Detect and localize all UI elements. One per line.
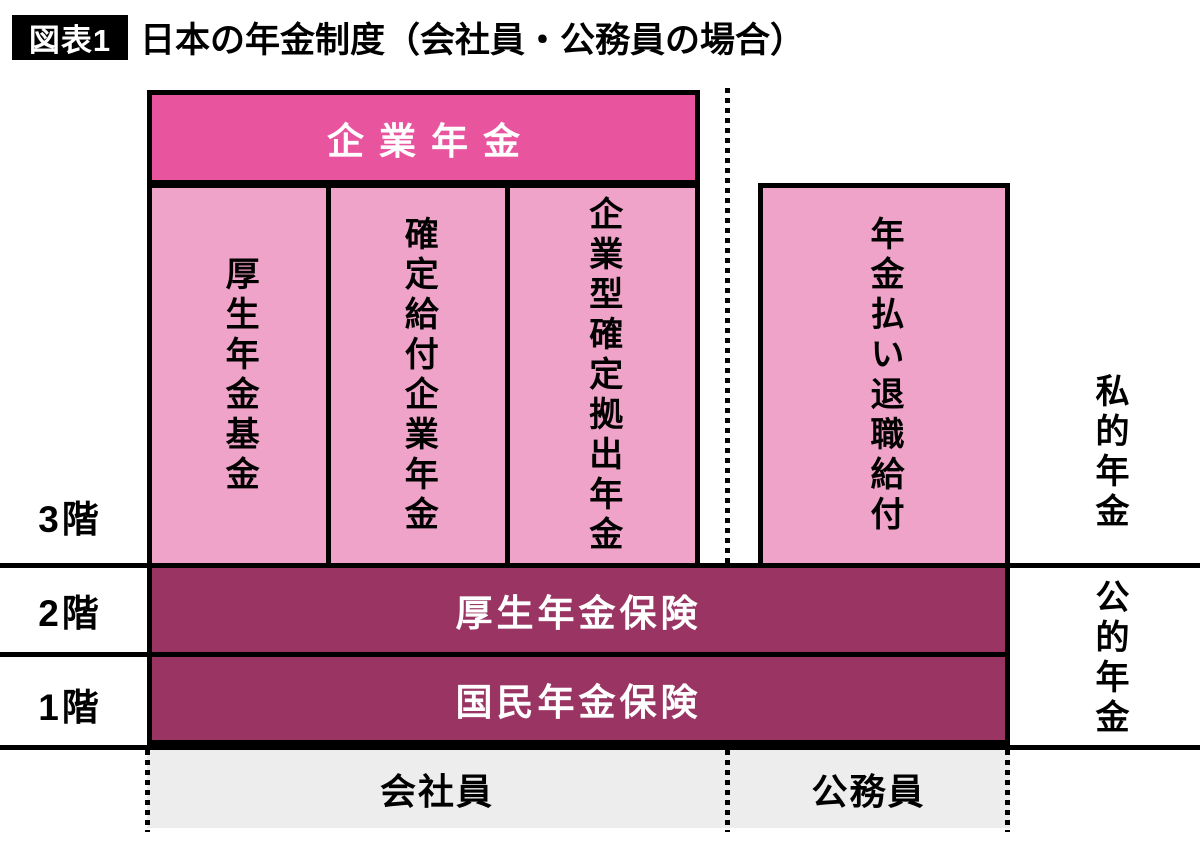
side-label-text: 私的年金 (1090, 373, 1128, 533)
public-pension-side-label: 公的年金 (1086, 578, 1132, 740)
figure-title-row: 図表1 日本の年金制度（会社員・公務員の場合） (12, 12, 805, 63)
band-kosei-nenkin-hoken: 厚生年金保険 (147, 563, 1010, 657)
column-label: 年金払い退職給付 (865, 215, 903, 536)
dotted-separator-footer-middle (725, 750, 730, 832)
corporate-pension-header: 企業年金 (147, 90, 700, 185)
column-kakutei-kyufu-kigyo-nenkin: 確定給付企業年金 (326, 188, 505, 563)
side-label-text: 公的年金 (1090, 579, 1128, 739)
floor-label-3: 3階 (38, 499, 102, 540)
dotted-separator-company-civil-upper (725, 88, 730, 565)
tier1-footer-divider-line (0, 745, 1200, 750)
column-kosei-nenkin-kikin: 厚生年金基金 (152, 188, 326, 563)
column-nenkinbarai-taishoku-kyufu: 年金払い退職給付 (758, 183, 1010, 568)
band-kokumin-nenkin-hoken: 国民年金保険 (147, 652, 1010, 745)
column-label: 厚生年金基金 (220, 255, 259, 496)
tier2-tier1-left-divider-line (0, 652, 152, 657)
floor-label-2: 2階 (38, 593, 102, 634)
floor-label-1: 1階 (38, 687, 102, 728)
figure-number-badge: 図表1 (12, 15, 128, 60)
civil-servant-label: 公務員 (811, 771, 926, 812)
tier3-company-columns: 厚生年金基金 確定給付企業年金 企業型確定拠出年金 (147, 183, 700, 568)
column-label: 企業型確定拠出年金 (583, 195, 622, 556)
private-pension-side-label: 私的年金 (1086, 372, 1132, 534)
dotted-separator-footer-left (145, 750, 150, 832)
worker-category-band: 会社員 公務員 (147, 750, 1010, 828)
column-kigyogata-kakutei-kyoshutsu-nenkin: 企業型確定拠出年金 (505, 188, 695, 563)
column-label: 確定給付企業年金 (399, 215, 438, 536)
company-employee-label: 会社員 (379, 771, 494, 812)
dotted-separator-footer-right (1005, 750, 1010, 832)
page-title: 日本の年金制度（会社員・公務員の場合） (140, 21, 806, 60)
